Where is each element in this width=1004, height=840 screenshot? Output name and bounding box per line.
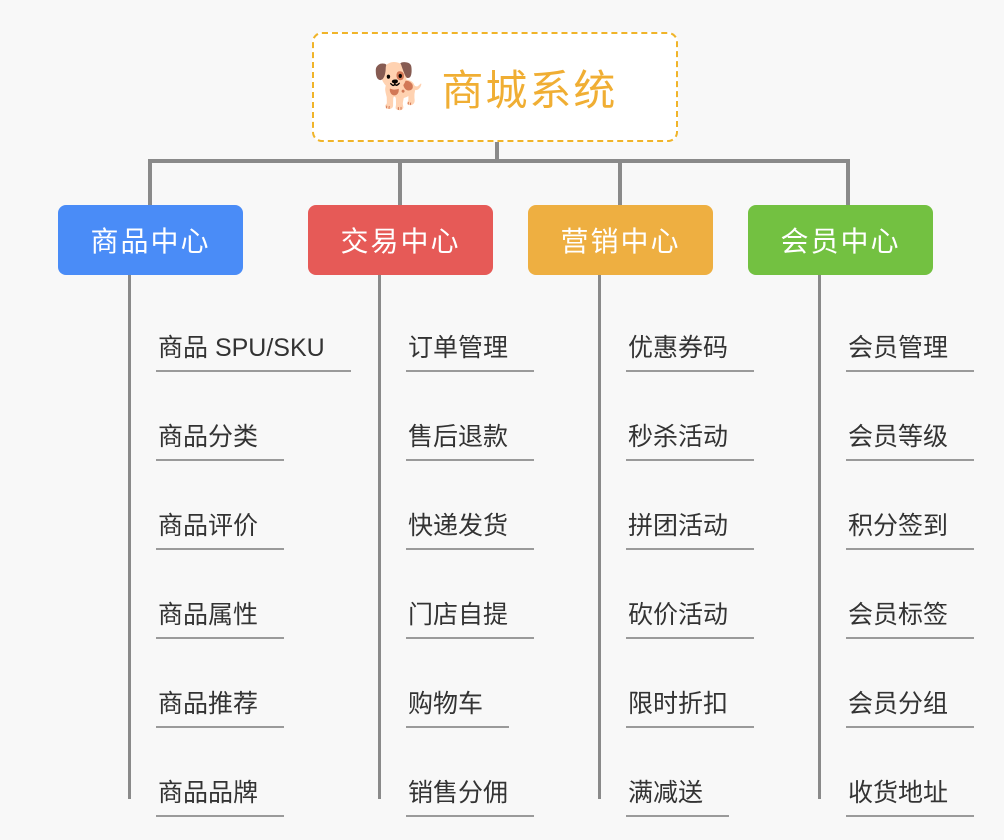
leaf-label: 购物车 bbox=[406, 684, 510, 728]
branch-column-2: 交易中心 订单管理 售后退款 快递发货 门店自提 购物车 销售分佣 bbox=[308, 205, 535, 817]
list-item[interactable]: 门店自提 bbox=[378, 550, 535, 639]
trunk-line-1 bbox=[128, 275, 131, 799]
list-item[interactable]: 商品推荐 bbox=[128, 639, 285, 728]
leaf-label: 商品评价 bbox=[156, 506, 285, 550]
connector-drop-4 bbox=[846, 159, 850, 205]
list-item[interactable]: 售后退款 bbox=[378, 372, 535, 461]
list-item[interactable]: 会员等级 bbox=[818, 372, 975, 461]
root-node[interactable]: 🐕 商城系统 bbox=[312, 32, 678, 142]
connector-drop-1 bbox=[148, 159, 152, 205]
leaf-label: 积分签到 bbox=[846, 506, 975, 550]
connector-drop-3 bbox=[618, 159, 622, 205]
list-item[interactable]: 商品 SPU/SKU bbox=[128, 283, 351, 372]
leaf-label: 商品属性 bbox=[156, 595, 285, 639]
category-header-3[interactable]: 营销中心 bbox=[528, 205, 713, 275]
leaf-label: 会员管理 bbox=[846, 328, 975, 372]
list-item[interactable]: 商品品牌 bbox=[128, 728, 285, 817]
list-item[interactable]: 优惠券码 bbox=[598, 283, 755, 372]
branch-column-4: 会员中心 会员管理 会员等级 积分签到 会员标签 会员分组 收货地址 bbox=[748, 205, 975, 817]
list-item[interactable]: 会员管理 bbox=[818, 283, 975, 372]
category-header-1[interactable]: 商品中心 bbox=[58, 205, 243, 275]
trunk-line-2 bbox=[378, 275, 381, 799]
root-node-title: 商城系统 bbox=[441, 66, 618, 114]
leaf-label: 限时折扣 bbox=[626, 684, 755, 728]
trunk-line-4 bbox=[818, 275, 821, 799]
leaf-list-3: 优惠券码 秒杀活动 拼团活动 砍价活动 限时折扣 满减送 bbox=[598, 275, 755, 817]
shiba-dog-face-icon: 🐕 bbox=[372, 62, 428, 111]
leaf-label: 拼团活动 bbox=[626, 506, 755, 550]
list-item[interactable]: 拼团活动 bbox=[598, 461, 755, 550]
leaf-label: 会员等级 bbox=[846, 417, 975, 461]
list-item[interactable]: 砍价活动 bbox=[598, 550, 755, 639]
leaf-label: 门店自提 bbox=[406, 595, 535, 639]
list-item[interactable]: 满减送 bbox=[598, 728, 748, 817]
list-item[interactable]: 销售分佣 bbox=[378, 728, 535, 817]
connector-horizontal-bar bbox=[148, 159, 850, 163]
list-item[interactable]: 限时折扣 bbox=[598, 639, 755, 728]
list-item[interactable]: 会员标签 bbox=[818, 550, 975, 639]
branch-column-1: 商品中心 商品 SPU/SKU 商品分类 商品评价 商品属性 商品推荐 商品品牌 bbox=[58, 205, 351, 817]
branch-column-3: 营销中心 优惠券码 秒杀活动 拼团活动 砍价活动 限时折扣 满减送 bbox=[528, 205, 755, 817]
connector-drop-2 bbox=[398, 159, 402, 205]
leaf-label: 商品分类 bbox=[156, 417, 285, 461]
category-header-4[interactable]: 会员中心 bbox=[748, 205, 933, 275]
list-item[interactable]: 商品属性 bbox=[128, 550, 285, 639]
leaf-label: 售后退款 bbox=[406, 417, 535, 461]
leaf-label: 砍价活动 bbox=[626, 595, 755, 639]
leaf-label: 销售分佣 bbox=[406, 773, 535, 817]
leaf-label: 秒杀活动 bbox=[626, 417, 755, 461]
connector-root-stem bbox=[495, 142, 499, 162]
list-item[interactable]: 商品评价 bbox=[128, 461, 285, 550]
list-item[interactable]: 会员分组 bbox=[818, 639, 975, 728]
category-header-2[interactable]: 交易中心 bbox=[308, 205, 493, 275]
leaf-label: 订单管理 bbox=[406, 328, 535, 372]
leaf-list-1: 商品 SPU/SKU 商品分类 商品评价 商品属性 商品推荐 商品品牌 bbox=[128, 275, 351, 817]
list-item[interactable]: 订单管理 bbox=[378, 283, 535, 372]
leaf-label: 快递发货 bbox=[406, 506, 535, 550]
list-item[interactable]: 购物车 bbox=[378, 639, 528, 728]
trunk-line-3 bbox=[598, 275, 601, 799]
leaf-label: 商品推荐 bbox=[156, 684, 285, 728]
list-item[interactable]: 商品分类 bbox=[128, 372, 285, 461]
list-item[interactable]: 收货地址 bbox=[818, 728, 975, 817]
leaf-label: 收货地址 bbox=[846, 773, 975, 817]
leaf-label: 商品品牌 bbox=[156, 773, 285, 817]
leaf-label: 满减送 bbox=[626, 773, 730, 817]
leaf-list-4: 会员管理 会员等级 积分签到 会员标签 会员分组 收货地址 bbox=[818, 275, 975, 817]
list-item[interactable]: 秒杀活动 bbox=[598, 372, 755, 461]
leaf-label: 会员分组 bbox=[846, 684, 975, 728]
leaf-label: 商品 SPU/SKU bbox=[156, 328, 351, 372]
leaf-label: 会员标签 bbox=[846, 595, 975, 639]
leaf-label: 优惠券码 bbox=[626, 328, 755, 372]
list-item[interactable]: 积分签到 bbox=[818, 461, 975, 550]
leaf-list-2: 订单管理 售后退款 快递发货 门店自提 购物车 销售分佣 bbox=[378, 275, 535, 817]
list-item[interactable]: 快递发货 bbox=[378, 461, 535, 550]
